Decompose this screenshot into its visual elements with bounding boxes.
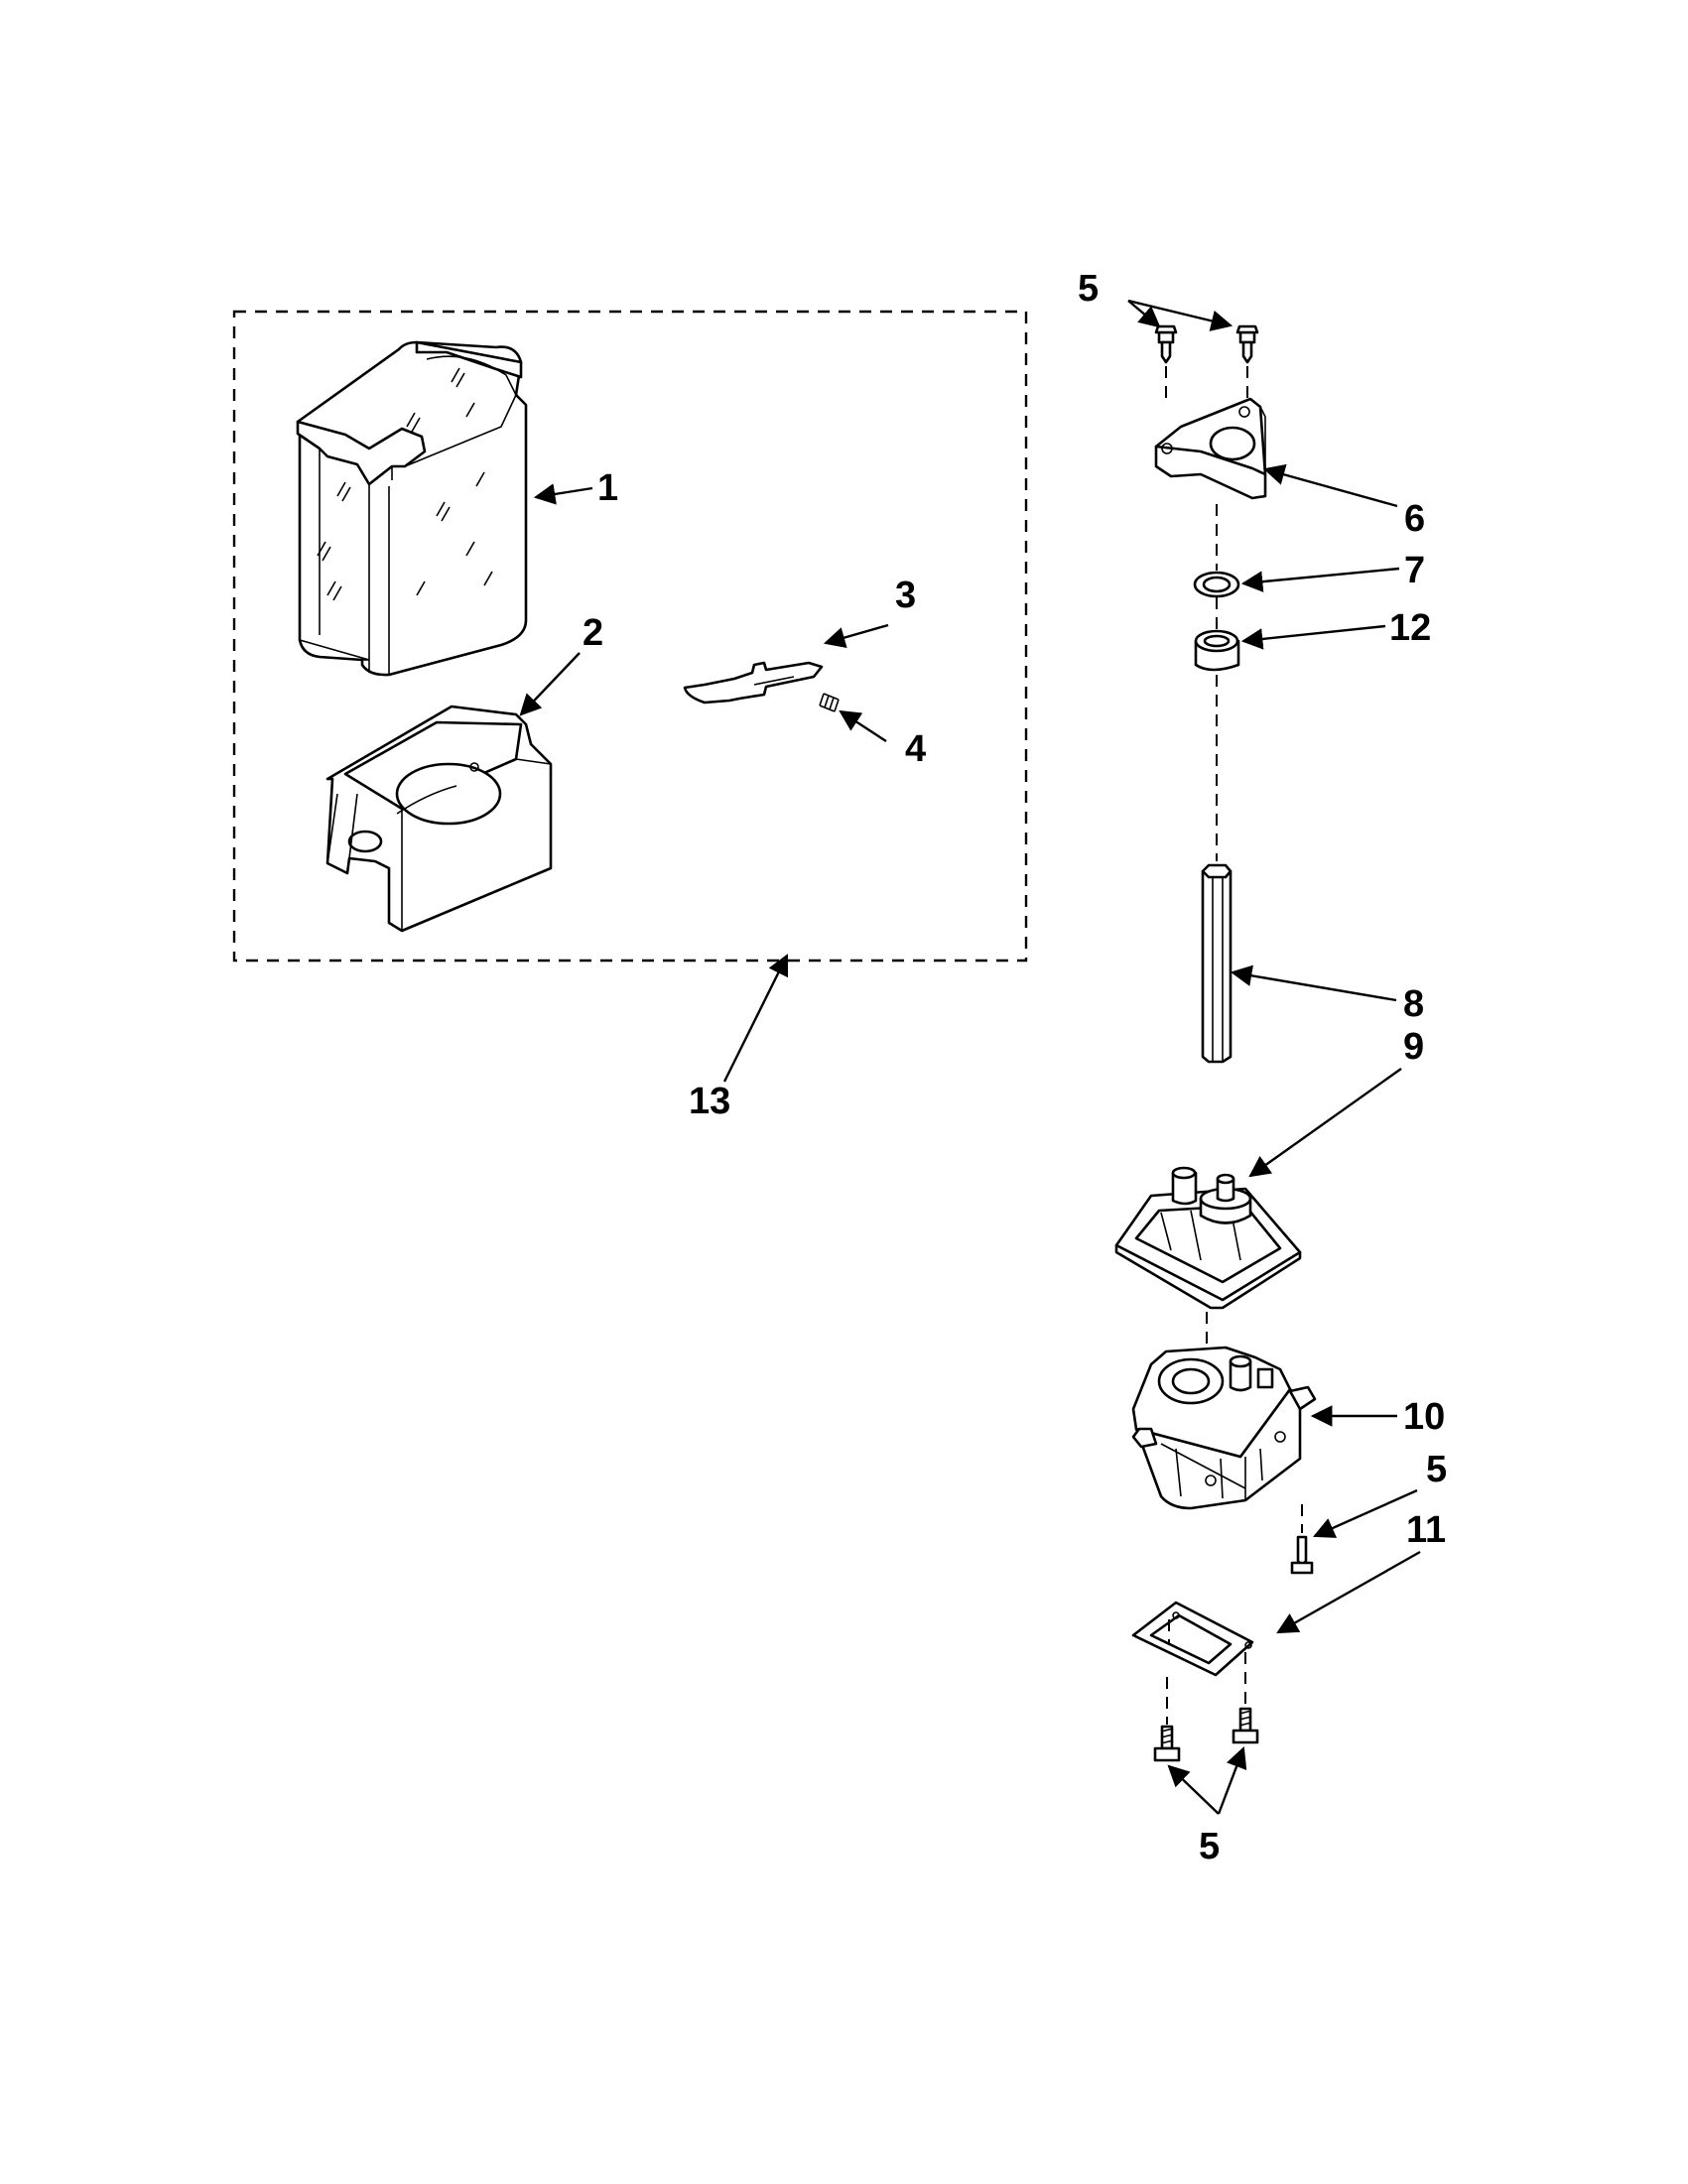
part-7-washer bbox=[1193, 571, 1240, 598]
assembly-13-boundary bbox=[232, 310, 1028, 963]
callout-13: 13 bbox=[689, 1081, 730, 1122]
callout-5-bottom: 5 bbox=[1199, 1826, 1220, 1867]
callout-12: 12 bbox=[1389, 607, 1431, 649]
part-5-screw-middle bbox=[1290, 1535, 1314, 1575]
callout-6: 6 bbox=[1404, 498, 1425, 540]
callout-4: 4 bbox=[905, 728, 926, 770]
part-10-motor bbox=[1131, 1346, 1317, 1510]
callout-5-top: 5 bbox=[1078, 268, 1099, 310]
callout-labels: 1 2 3 4 5 6 7 12 8 9 10 5 11 5 13 bbox=[583, 268, 1447, 1867]
part-4-spring bbox=[819, 693, 840, 712]
callout-7: 7 bbox=[1404, 550, 1425, 591]
callout-1: 1 bbox=[597, 467, 618, 509]
part-3-lever bbox=[683, 661, 824, 705]
part-6-bracket bbox=[1154, 397, 1267, 500]
part-9-cover bbox=[1114, 1166, 1302, 1310]
callout-9: 9 bbox=[1403, 1026, 1424, 1068]
callout-10: 10 bbox=[1403, 1396, 1445, 1438]
leader-arrows bbox=[519, 299, 1421, 1815]
part-8-shaft bbox=[1201, 863, 1233, 1064]
part-12-bushing bbox=[1194, 629, 1240, 672]
callout-2: 2 bbox=[583, 612, 603, 654]
alignment-lines bbox=[1165, 366, 1303, 1725]
part-5-screws-top bbox=[1154, 324, 1259, 364]
callout-8: 8 bbox=[1403, 983, 1424, 1025]
part-11-gasket bbox=[1131, 1601, 1254, 1677]
callout-5-middle: 5 bbox=[1426, 1449, 1447, 1490]
part-5-screws-bottom bbox=[1153, 1707, 1259, 1762]
callout-3: 3 bbox=[895, 575, 916, 616]
part-2-housing bbox=[325, 705, 553, 933]
callout-11: 11 bbox=[1406, 1509, 1446, 1551]
part-1-ice-bucket bbox=[296, 340, 528, 677]
